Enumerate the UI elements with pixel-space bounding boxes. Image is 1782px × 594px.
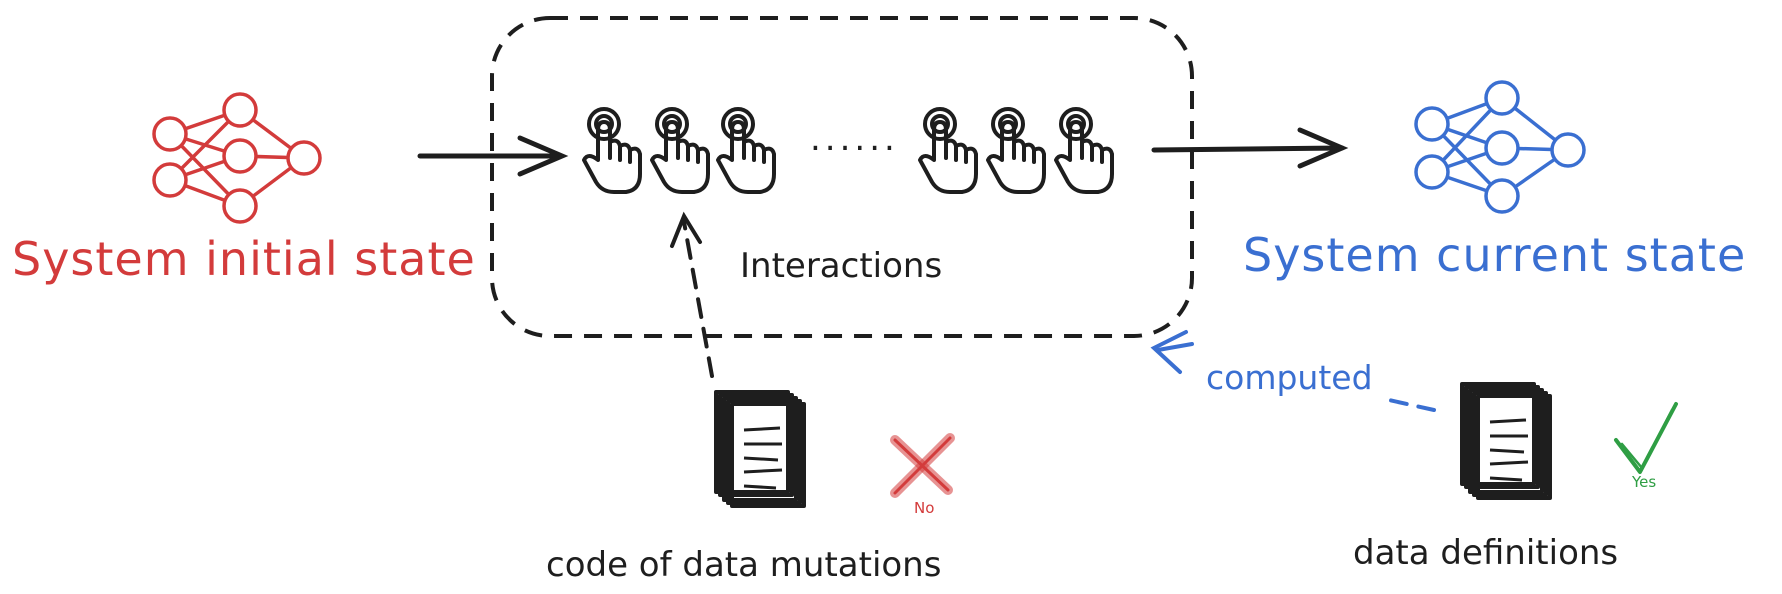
code-document-label: code of data mutations xyxy=(546,545,942,585)
network-node xyxy=(222,92,258,128)
tap-hand-icon xyxy=(986,107,1046,194)
no-mark-label: No xyxy=(914,499,935,517)
network-node xyxy=(1484,80,1520,116)
definitions-document-stack-icon xyxy=(1460,382,1552,500)
dashed-arrow-up xyxy=(670,211,714,378)
interactions-label: Interactions xyxy=(740,246,943,286)
arrow-to-current-state xyxy=(1151,127,1349,169)
tap-hand-icon xyxy=(1054,107,1114,194)
network-node xyxy=(1484,130,1520,166)
initial-state-label: System initial state xyxy=(12,232,476,286)
network-node xyxy=(1550,132,1586,168)
network-edges xyxy=(168,108,306,208)
interactions-separator: ...... xyxy=(810,119,899,159)
tap-hand-icon xyxy=(716,107,776,194)
network-node xyxy=(286,140,322,176)
network-node xyxy=(152,162,188,198)
network-node xyxy=(222,188,258,224)
code-document-stack-icon xyxy=(714,390,806,508)
computed-arrow xyxy=(1150,330,1436,412)
network-node xyxy=(1414,154,1450,190)
computed-label: computed xyxy=(1206,358,1373,397)
interactions-box xyxy=(490,16,1194,338)
yes-check-icon xyxy=(1614,402,1678,474)
current-state-label: System current state xyxy=(1243,228,1747,282)
initial-neural-network-icon xyxy=(152,92,322,224)
network-node xyxy=(222,138,258,174)
network-node xyxy=(1414,106,1450,142)
arrow-to-interactions xyxy=(417,135,569,177)
yes-mark-label: Yes xyxy=(1632,473,1657,491)
network-node xyxy=(152,116,188,152)
network-node xyxy=(1484,178,1520,214)
definitions-document-label: data definitions xyxy=(1353,533,1619,573)
tap-hand-icon xyxy=(582,107,642,194)
tap-hand-icon xyxy=(918,107,978,194)
tap-hand-icon xyxy=(650,107,710,194)
current-neural-network-icon xyxy=(1414,80,1586,214)
no-cross-icon xyxy=(890,433,955,498)
network-edges xyxy=(1430,96,1570,198)
